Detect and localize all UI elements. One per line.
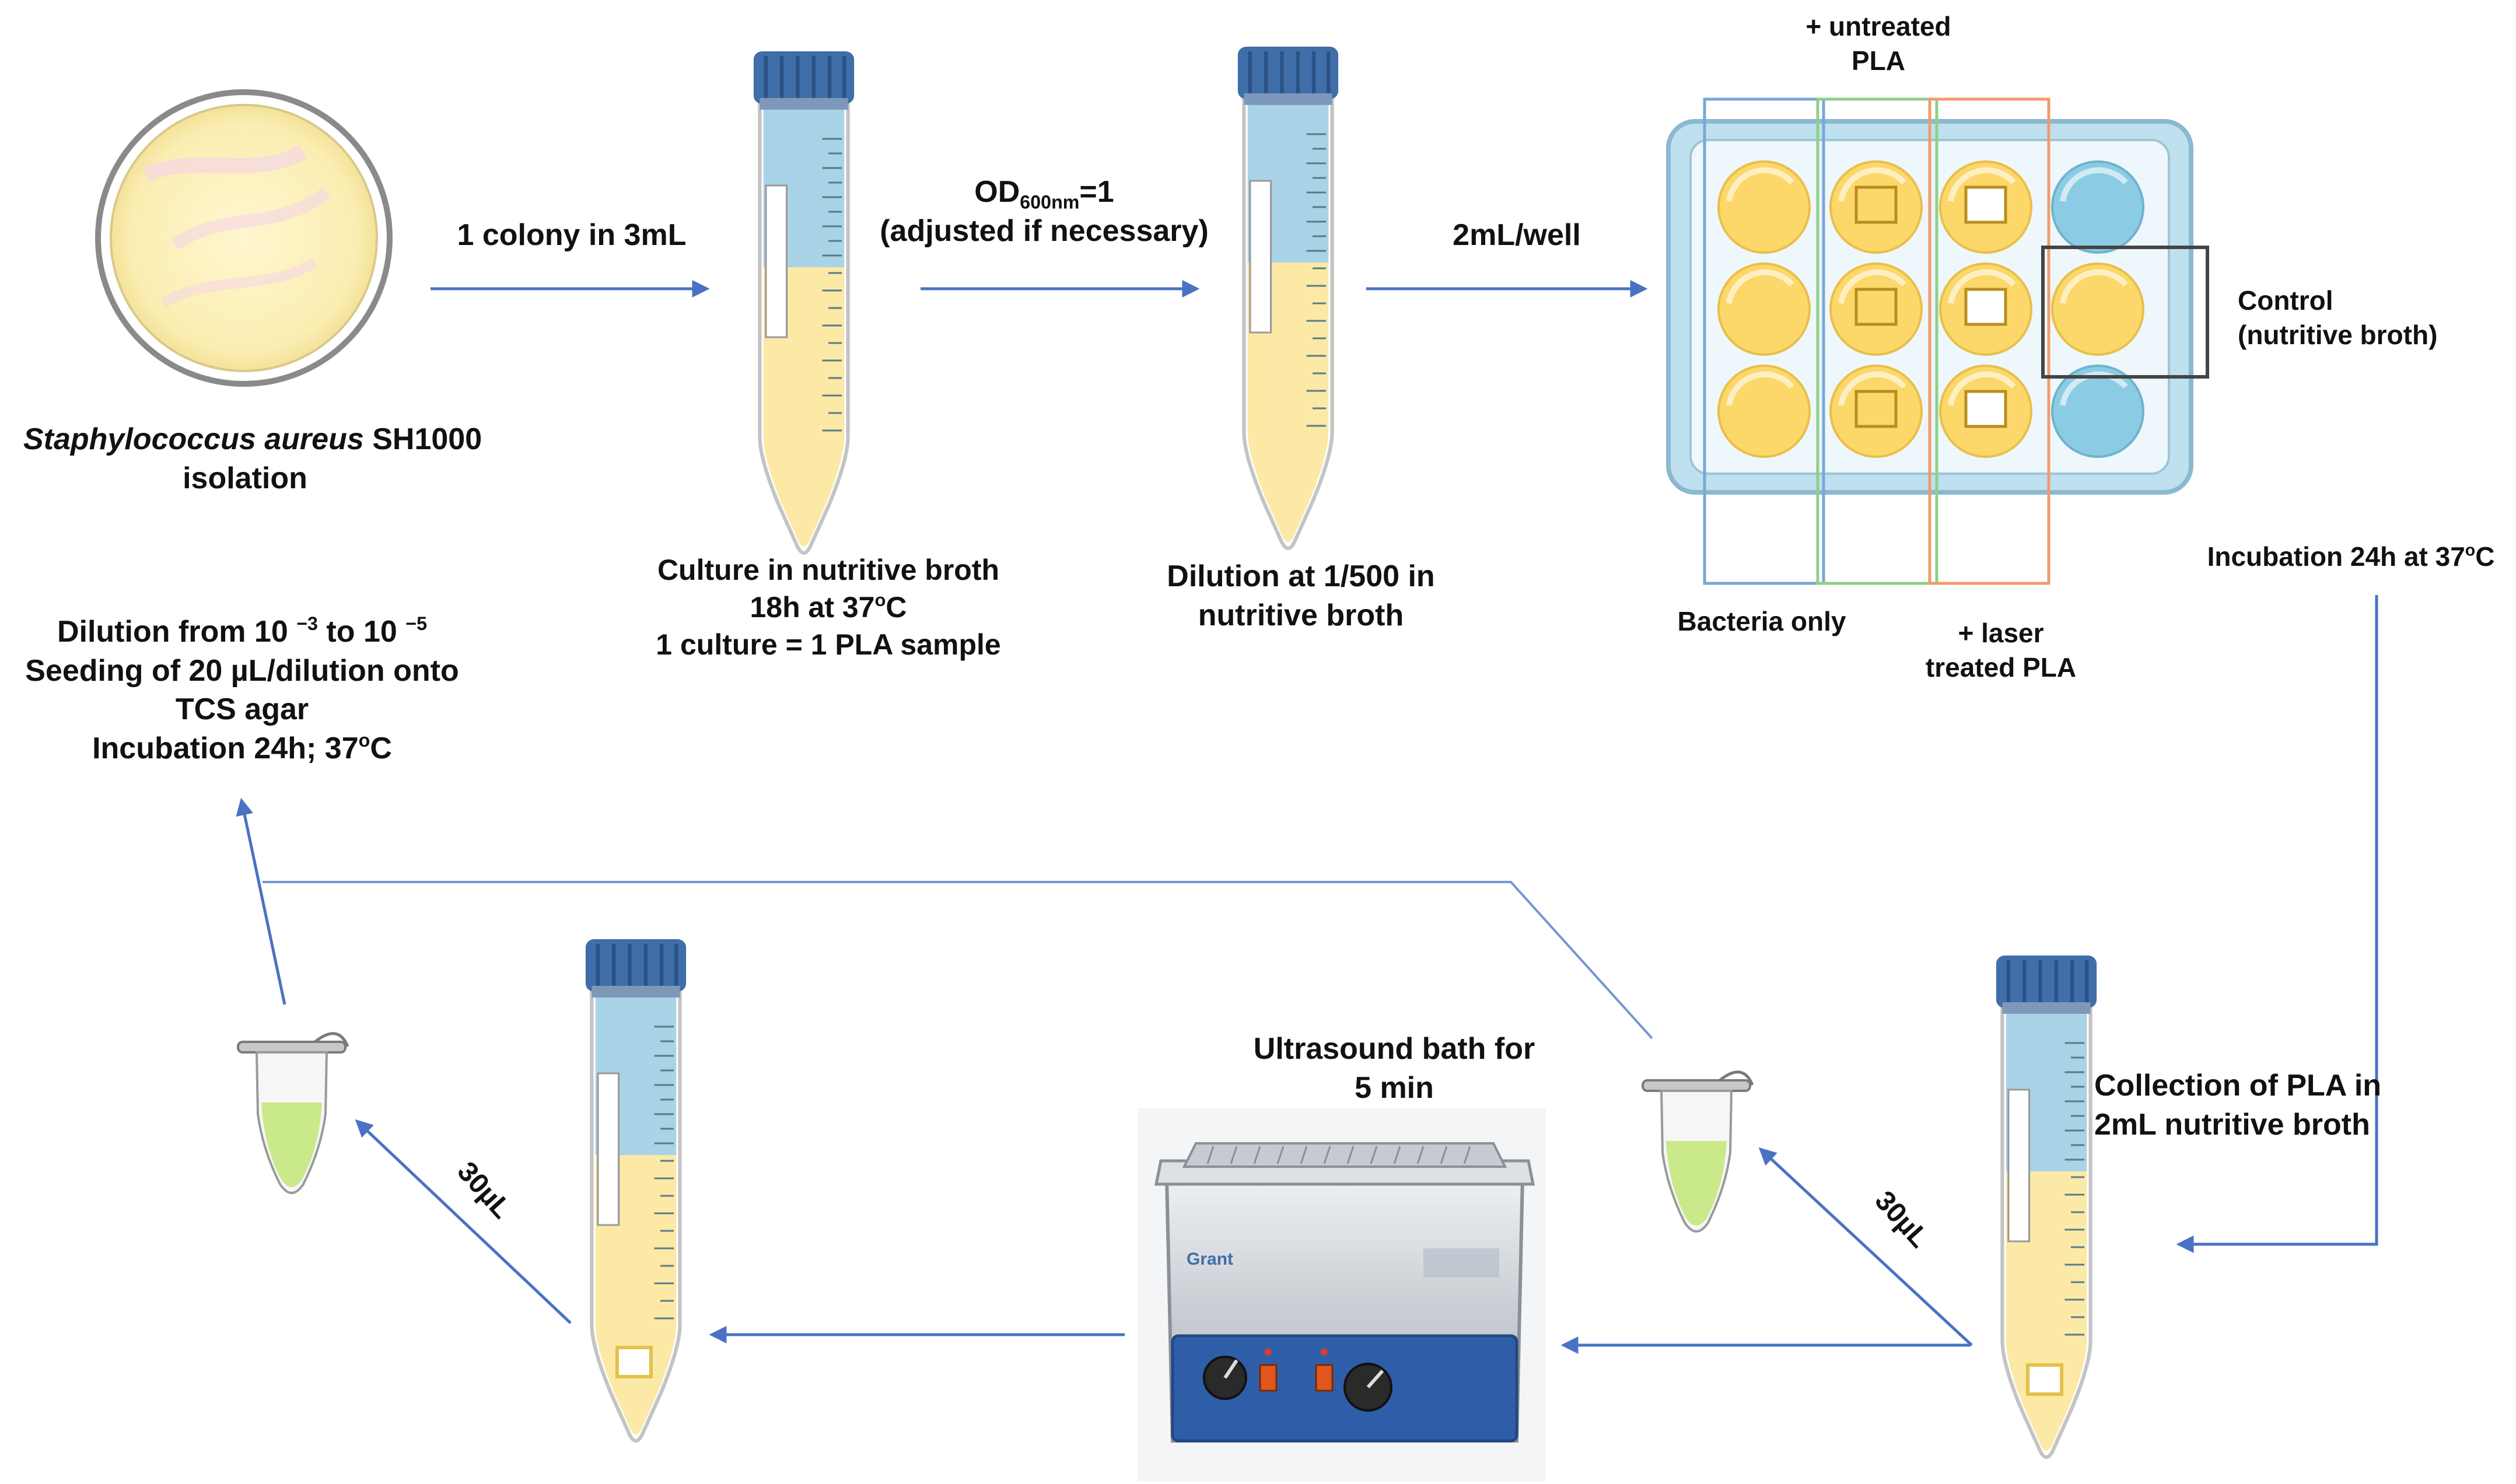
culture-well (1717, 160, 1811, 254)
plating-line4-b: C (370, 731, 392, 765)
laser-line-1: + laser (1958, 618, 2044, 648)
untreated-line-1: + untreated (1805, 11, 1951, 41)
eppendorf-tube-icon (1642, 1070, 1754, 1233)
eppendorf-tube-icon (237, 1032, 349, 1194)
pla-sample-icon (1964, 186, 2007, 224)
ultrasound-line-2: 5 min (1355, 1070, 1434, 1105)
edge-label-per-well: 2mL/well (1453, 218, 1581, 252)
untreated-line-2: PLA (1852, 45, 1905, 76)
strain-name: SH1000 (363, 422, 482, 456)
label-bacteria-only: Bacteria only (1677, 606, 1846, 636)
incubation-degree: o (2465, 541, 2476, 560)
ultrasound-bath-icon: Grant (1138, 1108, 1546, 1482)
plating-exp2: −5 (405, 613, 428, 635)
pla-sample-icon (1854, 288, 1898, 326)
arrow-tube-to-eppendorf (355, 1119, 572, 1324)
culture-well (1717, 262, 1811, 356)
culture-tube-caption: Culture in nutritive broth 18h at 37oC 1… (607, 551, 1050, 663)
od-note: (adjusted if necessary) (880, 214, 1209, 248)
label-laser-pla: + laser treated PLA (1884, 616, 2118, 685)
od-value: =1 (1079, 175, 1114, 209)
dilution-line-1: Dilution at 1/500 in (1167, 559, 1435, 593)
incubation-text: Incubation 24h at 37 (2207, 541, 2465, 572)
collection-tube-caption: Collection of PLA in 2mL nutritive broth (2094, 1066, 2386, 1144)
plating-line1-b: to 10 (317, 615, 406, 649)
culture-well (1829, 160, 1923, 254)
collection-line-2: 2mL nutritive broth (2094, 1107, 2370, 1142)
laser-line-2: treated PLA (1925, 652, 2077, 682)
incubation-unit: C (2475, 541, 2495, 572)
species-name: Staphylococcus aureus (23, 422, 364, 456)
well-highlight (2060, 167, 2128, 202)
ultrasound-line-1: Ultrasound bath for (1253, 1032, 1535, 1066)
pla-sample-icon (1854, 186, 1898, 224)
agar-plate-caption: Staphylococcus aureus SH1000 isolation (23, 420, 482, 498)
edge-label-od: OD600nm=1 (adjusted if necessary) (852, 173, 1237, 250)
well-highlight (1726, 269, 1794, 304)
empty-well (2051, 160, 2144, 254)
culture-well (1829, 365, 1923, 458)
edge-label-incubation: Incubation 24h at 37oC (2193, 540, 2508, 574)
culture-degree: o (874, 589, 886, 610)
plating-caption: Dilution from 10 −3 to 10 −5 Seeding of … (12, 612, 473, 768)
line-eppendorf-to-plating (263, 881, 1653, 1040)
culture-well (1717, 365, 1811, 458)
agar-plate-icon (95, 89, 393, 387)
label-control: Control (nutritive broth) (2238, 284, 2483, 352)
ultrasound-caption: Ultrasound bath for 5 min (1213, 1030, 1575, 1107)
dilution-line-2: nutritive broth (1198, 598, 1404, 632)
dilution-tube-caption: Dilution at 1/500 in nutritive broth (1097, 557, 1505, 635)
control-well-box (2041, 246, 2209, 379)
well-highlight (1838, 371, 1906, 406)
bath-brand-label: Grant (1187, 1250, 1233, 1269)
well-highlight (1948, 269, 2016, 304)
culture-line-3: 1 culture = 1 PLA sample (656, 628, 1001, 661)
plating-degree: o (358, 729, 370, 751)
plating-line-2: Seeding of 20 µL/dilution onto (25, 653, 459, 688)
isolation-label: isolation (183, 461, 307, 495)
collection-line-1: Collection of PLA in (2094, 1069, 2382, 1102)
od-prefix: OD (974, 175, 1020, 209)
well-highlight (2060, 269, 2128, 304)
well-highlight (1838, 269, 1906, 304)
dilution-tube-icon (1237, 47, 1339, 550)
plating-line4-a: Incubation 24h; 37 (92, 731, 359, 765)
well-highlight (1948, 371, 2016, 406)
control-well (2051, 262, 2144, 356)
pla-sample-icon (1964, 390, 2007, 428)
culture-well (1829, 262, 1923, 356)
pla-sample-icon (2026, 1363, 2063, 1396)
plating-exp1: −3 (296, 613, 318, 635)
pla-sample-icon (615, 1346, 653, 1378)
culture-line-1: Culture in nutritive broth (657, 554, 1000, 586)
arrow-incubation-to-collection (2176, 595, 2378, 1253)
control-line-2: (nutritive broth) (2238, 319, 2438, 350)
control-line-1: Control (2238, 285, 2333, 316)
plating-line-3: TCS agar (175, 692, 309, 727)
pla-sample-icon (1854, 390, 1898, 428)
well-highlight (1838, 167, 1906, 202)
label-untreated-pla: + untreated PLA (1762, 9, 1995, 78)
culture-unit: C (886, 591, 907, 624)
lane-bacteria-only (1703, 97, 1825, 585)
lane-untreated-pla (1816, 97, 1938, 585)
well-highlight (1726, 371, 1794, 406)
culture-line-2: 18h at 37 (750, 591, 875, 624)
edge-label-colony: 1 colony in 3mL (457, 218, 687, 252)
od-subscript: 600nm (1020, 191, 1080, 213)
arrow-eppendorf-to-plating (236, 797, 286, 1005)
empty-well (2051, 365, 2144, 458)
culture-tube-icon (753, 51, 855, 555)
well-highlight (1726, 167, 1794, 202)
lane-laser-pla (1928, 97, 2050, 585)
plating-line1-a: Dilution from 10 (57, 615, 297, 649)
arrow-collection-to-eppendorf (1758, 1147, 1973, 1346)
well-highlight (1948, 167, 2016, 202)
pla-sample-icon (1964, 288, 2007, 326)
